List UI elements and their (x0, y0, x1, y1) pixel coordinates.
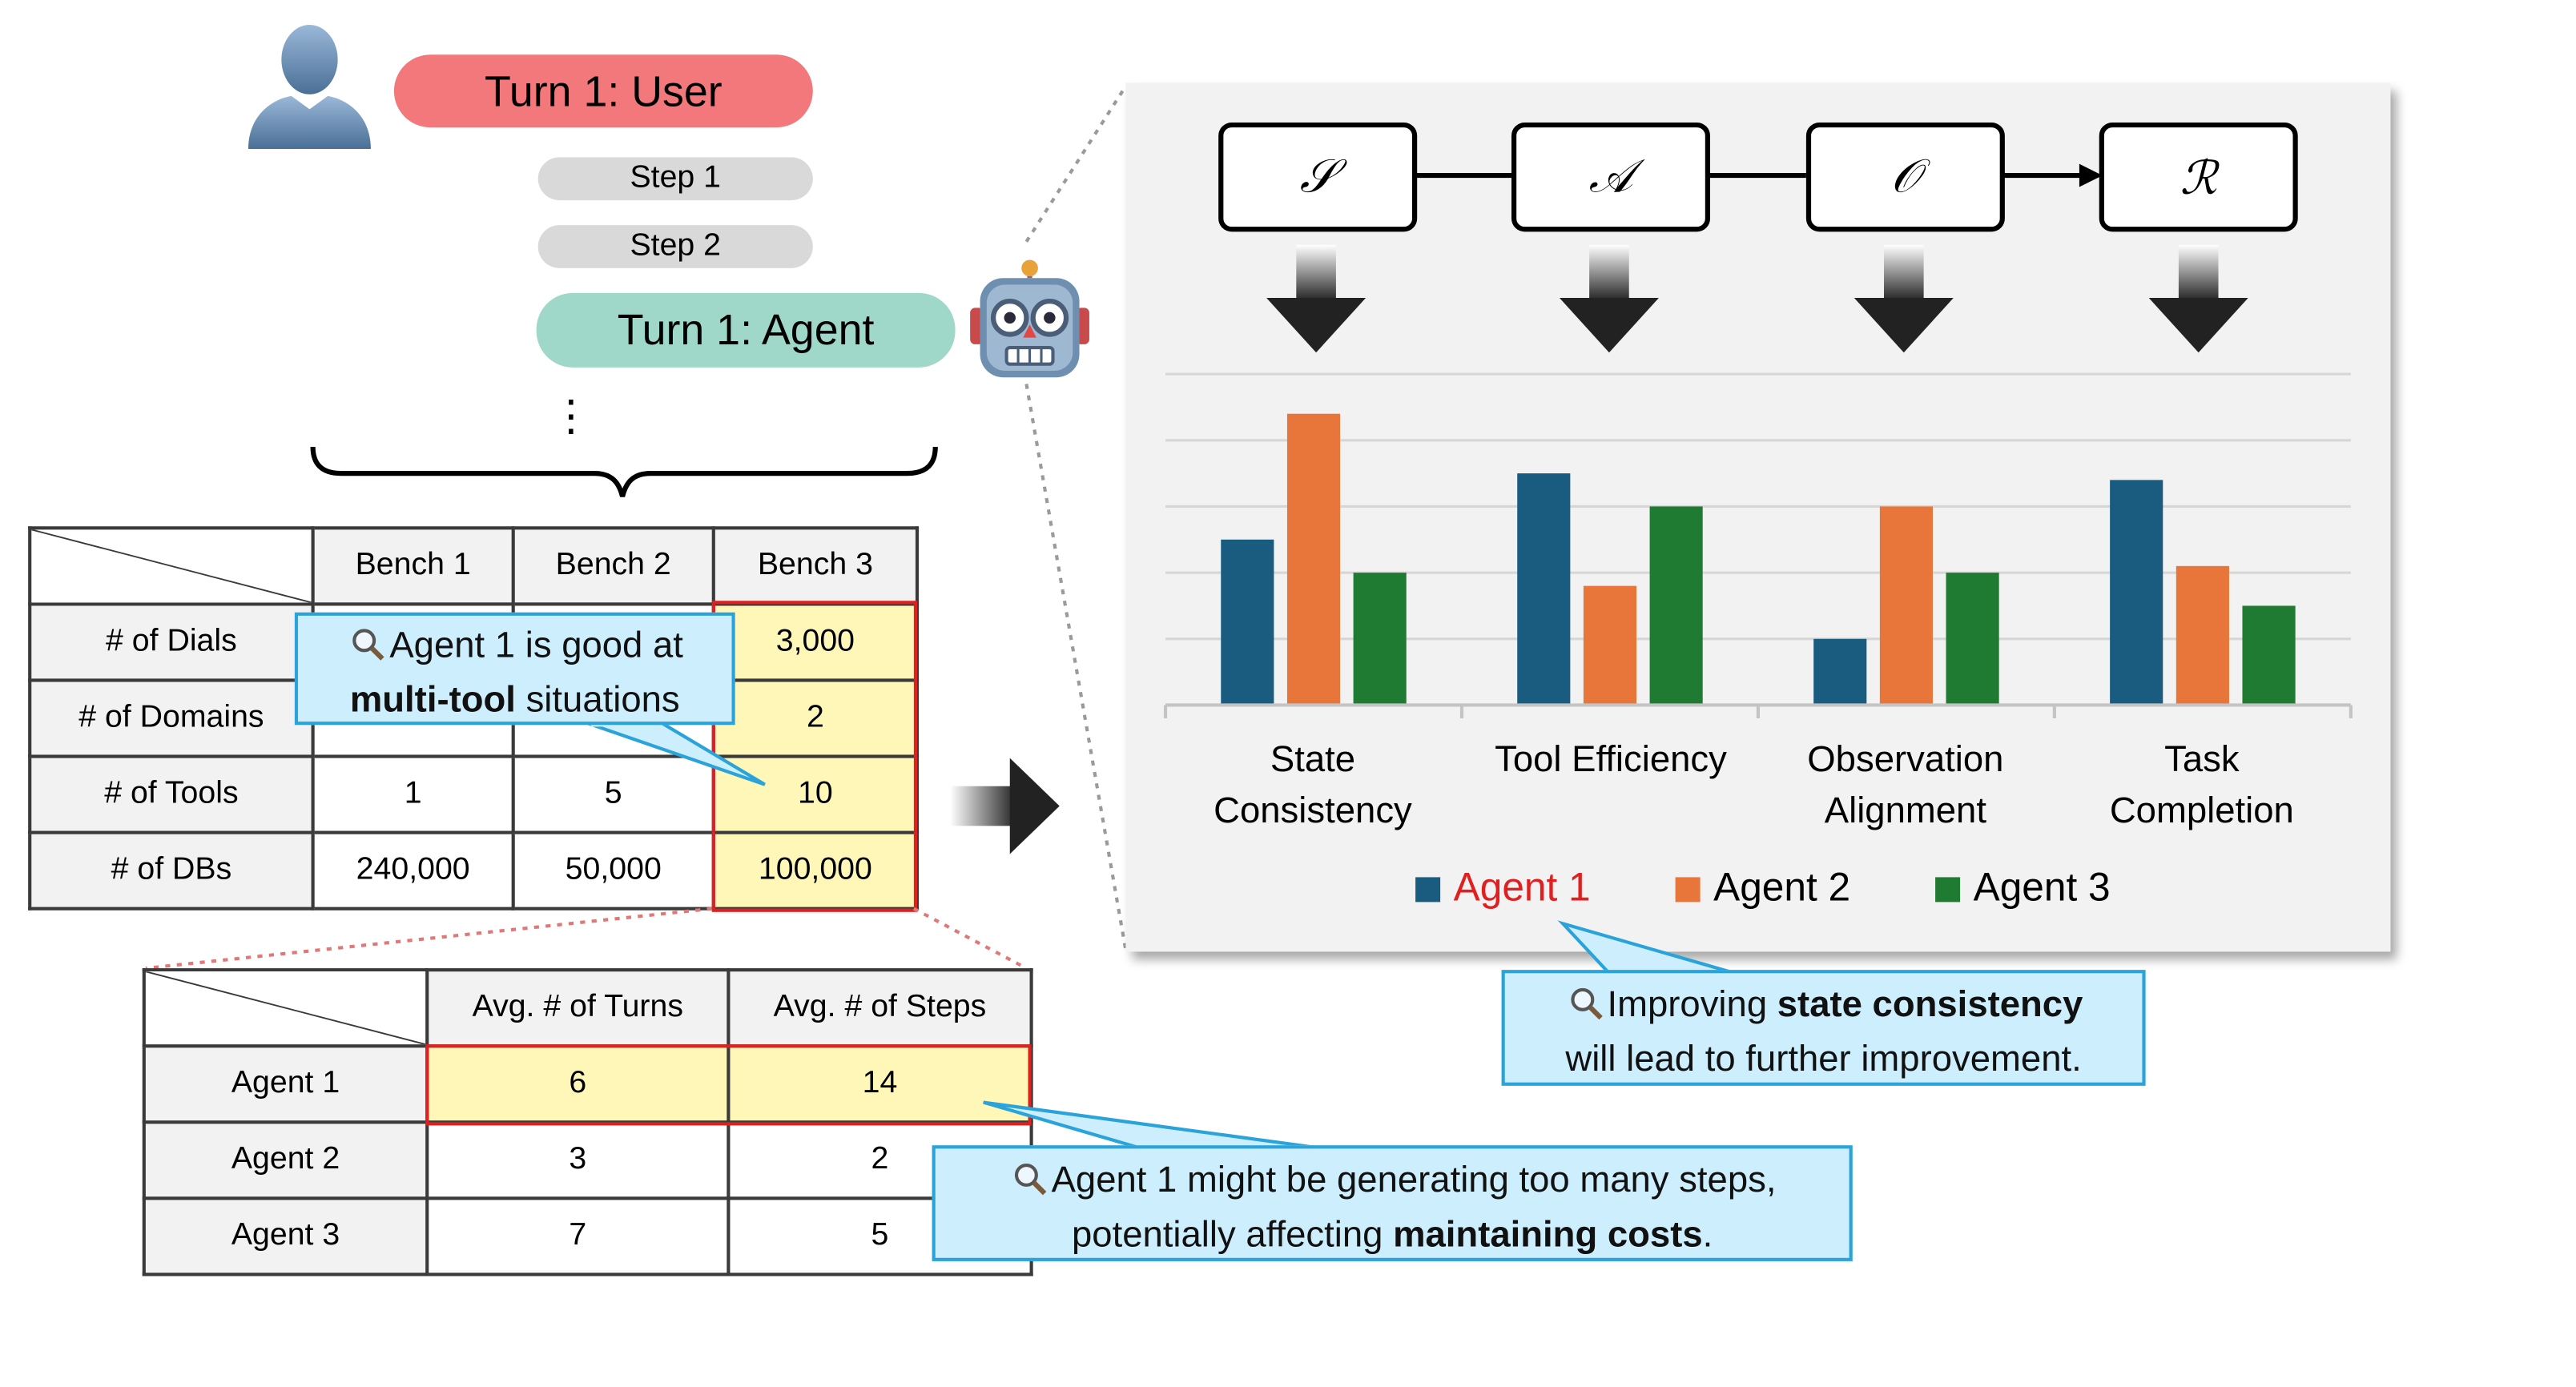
table-corner (28, 526, 315, 606)
callout-text: will lead to further improvement. (1565, 1037, 2082, 1079)
bench-3-header: Bench 3 (711, 526, 920, 606)
steps-callout: Agent 1 might be generating too many ste… (932, 1145, 1853, 1261)
avg-turns-header: Avg. # of Turns (425, 968, 731, 1048)
zoom-lines (145, 907, 1028, 971)
table-cell: 3 (425, 1120, 731, 1200)
legend-label: Agent 1 (1453, 865, 1591, 911)
magnifier-icon (347, 625, 390, 675)
bar-agent-2 (1286, 413, 1341, 706)
result-box: ℛ (2099, 122, 2298, 232)
bar-agent-1 (1517, 473, 1571, 706)
callout-text: Agent 1 is good at (389, 624, 683, 665)
avg-steps-header: Avg. # of Steps (727, 968, 1033, 1048)
callout-bold-text: state consistency (1777, 983, 2083, 1025)
bar-agent-3 (1946, 573, 1999, 706)
bar-agent-3 (1353, 573, 1407, 706)
callout-bold-text: multi-tool (349, 678, 516, 721)
bar-chart (1163, 372, 2353, 718)
legend-item-agent-1: Agent 1 (1415, 866, 1591, 912)
row-label: # of Dials (28, 602, 315, 682)
row-label: Agent 2 (142, 1120, 429, 1200)
magnifier-icon (1008, 1160, 1052, 1210)
down-arrow-icon (1266, 244, 1366, 353)
legend-swatch (1935, 876, 1961, 902)
legend-label: Agent 2 (1713, 865, 1851, 911)
x-tick-label: Tool Efficiency (1495, 738, 1727, 780)
legend-swatch (1415, 876, 1441, 902)
step-1-pill: Step 1 (537, 157, 813, 201)
table-cell: 5 (511, 754, 715, 834)
row-label: Agent 3 (142, 1196, 429, 1276)
legend-swatch (1675, 876, 1701, 902)
vertical-ellipsis: ⋮ (549, 390, 593, 440)
agent-1-highlight (425, 1044, 1032, 1126)
user-icon (248, 25, 371, 150)
step-2-pill: Step 2 (537, 225, 813, 268)
bench-2-header: Bench 2 (511, 526, 715, 606)
table-cell: 240,000 (311, 830, 515, 911)
state-consistency-callout: Improving state consistency will lead to… (1501, 970, 2146, 1086)
turn-agent-pill: Turn 1: Agent (536, 292, 956, 368)
row-label: # of Tools (28, 754, 315, 834)
bar-agent-2 (1879, 506, 1933, 706)
zoom-lines (1024, 85, 1128, 951)
corner-diagonal (31, 529, 312, 603)
legend-label: Agent 3 (1973, 865, 2111, 911)
bar-agent-1 (1813, 638, 1867, 706)
callout-bold-text: maintaining costs (1393, 1212, 1703, 1255)
callout-text: Improving (1607, 983, 1777, 1025)
action-box: 𝒜 (1511, 122, 1711, 232)
bar-agent-2 (2176, 565, 2229, 706)
table-cell: 14 (727, 1044, 1033, 1124)
table-cell: 100,000 (711, 830, 920, 911)
observation-box: 𝒪 (1805, 122, 2005, 232)
table-cell: 3,000 (711, 602, 920, 682)
bar-agent-3 (2242, 605, 2296, 706)
bar-agent-2 (1583, 585, 1637, 706)
table-row: # of DBs 240,000 50,000 100,000 (28, 830, 920, 911)
pipeline-connectors (1266, 163, 2248, 353)
curly-brace (310, 446, 938, 497)
callout-text: potentially affecting (1071, 1212, 1394, 1255)
robot-icon (970, 259, 1089, 378)
down-arrow-icon (2148, 244, 2248, 353)
state-box: 𝒮 (1218, 122, 1418, 232)
table-cell: 50,000 (511, 830, 715, 911)
bench-1-header: Bench 1 (311, 526, 515, 606)
row-label: # of DBs (28, 830, 315, 911)
bar-agent-1 (2110, 480, 2163, 706)
bar-agent-3 (1649, 506, 1703, 706)
down-arrow-icon (1559, 244, 1659, 353)
row-label: # of Domains (28, 678, 315, 758)
callout-text: situations (515, 678, 680, 721)
table-corner (142, 968, 429, 1048)
down-arrow-icon (1854, 244, 1954, 353)
legend-item-agent-3: Agent 3 (1935, 866, 2111, 912)
corner-diagonal (145, 971, 426, 1045)
table-cell: 1 (311, 754, 515, 834)
magnifier-icon (1564, 985, 1608, 1035)
row-label: Agent 1 (142, 1044, 429, 1124)
table-cell: 2 (711, 678, 920, 758)
legend-item-agent-2: Agent 2 (1675, 865, 1851, 912)
multi-tool-callout: Agent 1 is good at multi-tool situations (294, 612, 735, 726)
table-cell: 7 (425, 1196, 731, 1276)
callout-text: Agent 1 might be generating too many ste… (1051, 1158, 1777, 1200)
bar-agent-1 (1221, 539, 1274, 706)
turn-user-pill: Turn 1: User (393, 54, 813, 128)
callout-text: . (1702, 1212, 1713, 1255)
right-arrow-icon (950, 758, 1060, 854)
